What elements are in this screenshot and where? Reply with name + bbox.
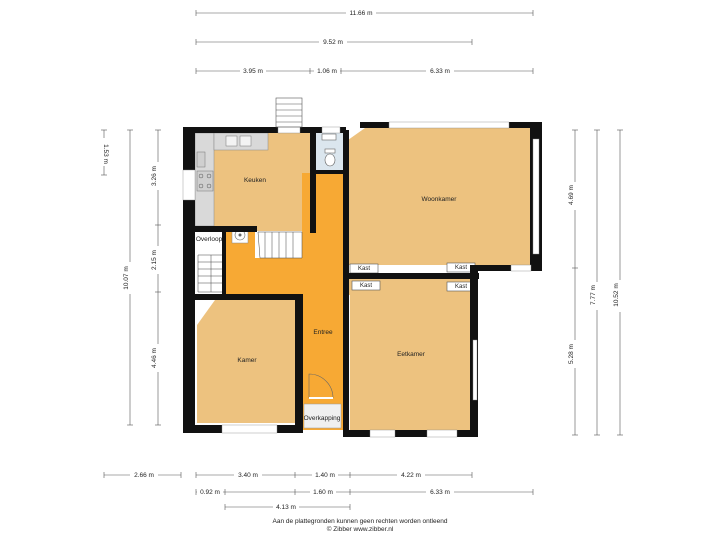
- room-kamer: [197, 300, 295, 423]
- label-eetkamer: Eetkamer: [397, 351, 426, 358]
- dim-bottom-b: 1.40 m: [315, 472, 335, 479]
- dim-right-b: 5.28 m: [568, 344, 575, 364]
- label-kast-2: Kast: [455, 265, 467, 271]
- dimension-labels: 11.66 m 9.52 m 3.95 m 1.06 m 6.33 m 2.66…: [100, 9, 624, 511]
- dim-top-left: 3.95 m: [243, 68, 263, 75]
- dim-left-total: 10.07 m: [123, 266, 130, 290]
- toilet-icon: [324, 153, 336, 167]
- stove-icon: [196, 170, 214, 192]
- footer-disclaimer: Aan de plattegronden kunnen geen rechten…: [272, 518, 448, 525]
- closet: [351, 280, 381, 291]
- ladder-icon: [275, 97, 303, 128]
- dim-left-c: 4.46 m: [151, 348, 158, 368]
- dim-right-a: 4.69 m: [568, 185, 575, 205]
- dim-left-a: 3.26 m: [151, 166, 158, 186]
- dim-bottom-left-offset: 2.66 m: [134, 472, 154, 479]
- dim-bottom-e: 1.60 m: [313, 489, 333, 496]
- label-overkapping: Overkapping: [304, 415, 341, 422]
- windows: [182, 121, 540, 438]
- label-woonkamer: Woonkamer: [422, 196, 458, 203]
- washbasin-icon: [321, 133, 337, 141]
- label-kast-3: Kast: [360, 283, 372, 289]
- dim-bottom-d: 0.92 m: [200, 489, 220, 496]
- dim-bottom-total: 4.13 m: [276, 504, 296, 511]
- room-labels: Keuken Woonkamer Overloop Entree Kamer E…: [196, 177, 468, 422]
- rooms: [194, 128, 533, 432]
- sink-icon: [239, 135, 252, 147]
- room-overkapping: [303, 403, 342, 429]
- dim-top-center: 1.06 m: [317, 68, 337, 75]
- room-eetkamer: [348, 278, 472, 432]
- label-entree: Entree: [313, 329, 333, 336]
- dim-right-c: 7.77 m: [590, 285, 597, 305]
- dim-top-mid: 9.52 m: [323, 39, 343, 46]
- room-woonkamer: [348, 128, 533, 265]
- door-arc: [308, 373, 334, 399]
- dim-bottom-a: 3.40 m: [238, 472, 258, 479]
- dim-bottom-c: 4.22 m: [401, 472, 421, 479]
- dim-bottom-f: 6.33 m: [430, 489, 450, 496]
- dim-top-right: 6.33 m: [430, 68, 450, 75]
- dim-top-total: 11.66 m: [349, 10, 372, 17]
- label-overloop: Overloop: [196, 236, 223, 243]
- dim-left-b: 2.15 m: [151, 250, 158, 270]
- label-keuken: Keuken: [244, 177, 266, 184]
- label-kamer: Kamer: [237, 357, 257, 364]
- dim-right-total: 10.52 m: [613, 283, 620, 307]
- dim-left-top: 1.53 m: [102, 144, 109, 164]
- label-kast-4: Kast: [455, 284, 467, 290]
- room-entree: [226, 173, 343, 430]
- staircase-icon: [197, 231, 303, 293]
- sink-icon: [225, 135, 238, 147]
- footer-copyright: © Zibber www.zibber.nl: [326, 526, 394, 533]
- label-kast-1: Kast: [358, 266, 370, 272]
- fridge-icon: [196, 151, 206, 168]
